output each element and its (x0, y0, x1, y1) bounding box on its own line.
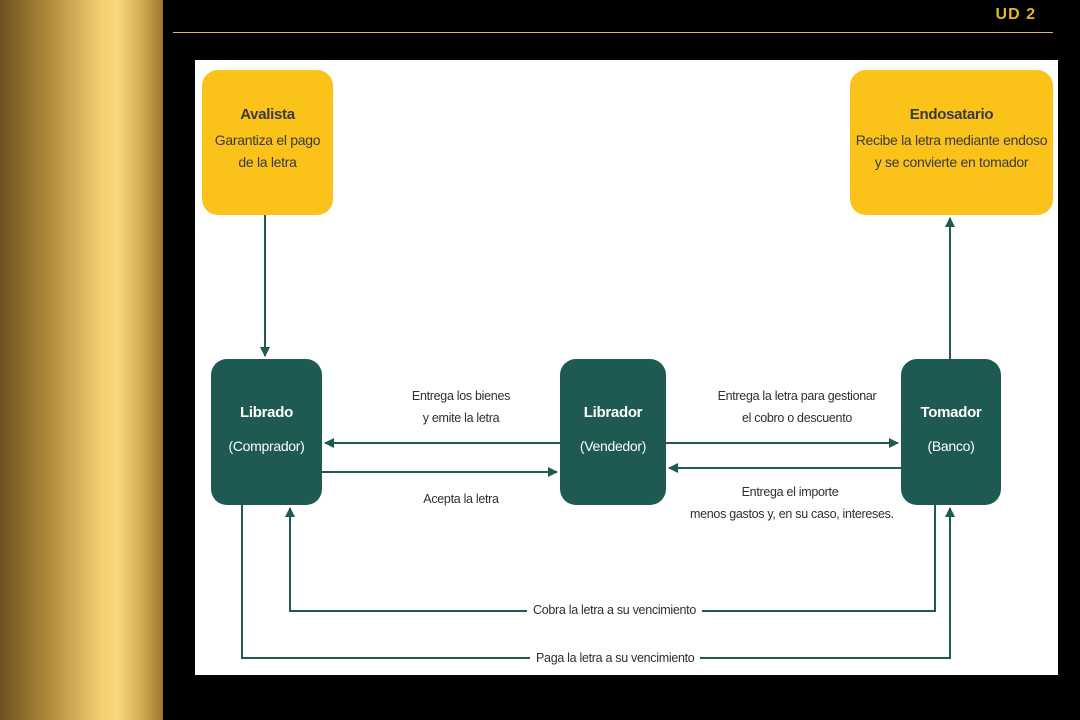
label-paga-vencimiento: Paga la letra a su vencimiento (530, 650, 701, 666)
librado-role: (Comprador) (228, 438, 305, 454)
librado-box: Librado (Comprador) (211, 359, 322, 505)
unit-label: UD 2 (995, 6, 1036, 23)
label-entrega-bienes-line-2: y emite la letra (422, 411, 500, 425)
endosatario-box: Endosatario Recibe la letra mediante end… (850, 70, 1053, 215)
librador-box: Librador (Vendedor) (560, 359, 666, 505)
tomador-title: Tomador (920, 404, 982, 421)
avalista-title: Avalista (240, 106, 295, 123)
tomador-box: Tomador (Banco) (901, 359, 1001, 505)
endosatario-desc-2: y se convierte en tomador (874, 154, 1029, 170)
endosatario-desc-1: Recibe la letra mediante endoso (855, 132, 1048, 148)
arrow-paga-vencimiento (241, 505, 955, 659)
avalista-desc-2: de la letra (238, 154, 297, 170)
label-entrega-letra-line-1: Entrega la letra para gestionar (717, 389, 877, 403)
avalista-desc-1: Garantiza el pago (214, 132, 321, 148)
label-entrega-importe-line-2: menos gastos y, en su caso, intereses. (690, 507, 894, 521)
bill-of-exchange-diagram: Avalista Garantiza el pago de la letra E… (195, 60, 1058, 675)
label-entrega-bienes-line-1: Entrega los bienes (411, 389, 511, 403)
librado-title: Librado (240, 404, 293, 421)
tomador-role: (Banco) (927, 438, 975, 454)
label-entrega-letra: Entrega la letra para gestionar el cobro… (707, 385, 887, 429)
label-entrega-importe-line-1: Entrega el importe (741, 485, 839, 499)
endosatario-title: Endosatario (909, 106, 994, 123)
label-acepta-letra: Acepta la letra (423, 492, 499, 506)
avalista-box: Avalista Garantiza el pago de la letra (202, 70, 333, 215)
label-cobra-vencimiento: Cobra la letra a su vencimiento (527, 602, 703, 618)
label-entrega-bienes: Entrega los bienes y emite la letra (391, 385, 531, 429)
librador-title: Librador (583, 404, 643, 421)
label-entrega-letra-line-2: el cobro o descuento (741, 411, 853, 425)
header-divider (173, 32, 1053, 33)
label-entrega-importe: Entrega el importe menos gastos y, en su… (690, 481, 894, 525)
librador-role: (Vendedor) (579, 438, 647, 454)
decorative-gold-sidebar (0, 0, 163, 720)
